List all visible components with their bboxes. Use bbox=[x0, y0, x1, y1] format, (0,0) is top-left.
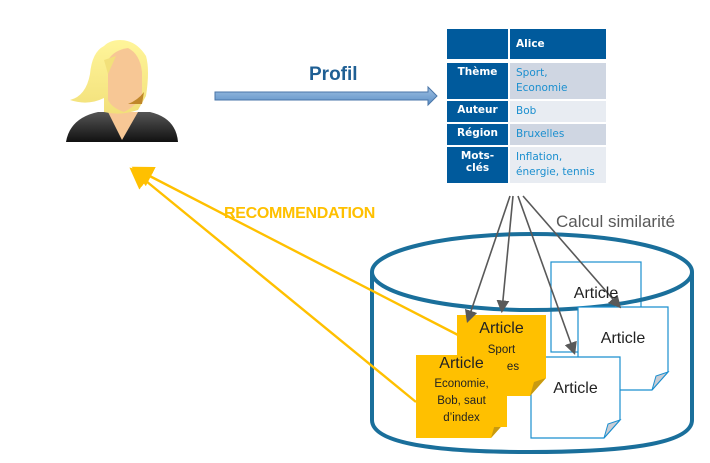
table-header-key bbox=[447, 29, 510, 63]
recommendation-arrows bbox=[129, 166, 459, 403]
article-title: Article bbox=[573, 285, 619, 302]
similarity-label: Calcul similarité bbox=[556, 212, 676, 231]
row-value: Inflation, énergie, tennis bbox=[510, 147, 606, 185]
table-header-user: Alice bbox=[510, 29, 606, 63]
article-title: Article bbox=[479, 320, 524, 337]
article-card bbox=[530, 356, 622, 439]
row-value: Bruxelles bbox=[510, 124, 606, 147]
table-header-row: Alice bbox=[447, 29, 606, 63]
recommendation-label: RECOMMENDATION bbox=[224, 205, 376, 222]
row-key-line: clés bbox=[465, 162, 490, 174]
article-keywords: Economie, Bob, saut d’index bbox=[416, 376, 507, 427]
article-title: Article bbox=[600, 330, 646, 347]
profile-label: Profil bbox=[309, 64, 358, 85]
user-profile-table: Alice Thème Sport, Economie Auteur Bob Ré… bbox=[447, 29, 606, 185]
row-value-line: Inflation, bbox=[516, 151, 563, 163]
row-key: Thème bbox=[447, 63, 510, 101]
row-key-line: Mots- bbox=[460, 150, 495, 162]
row-value: Bob bbox=[510, 101, 606, 124]
profile-arrow bbox=[214, 85, 438, 107]
keyword-line: Sport bbox=[487, 344, 516, 356]
row-value-line: Economie bbox=[516, 82, 568, 94]
keyword-line: d’index bbox=[443, 412, 480, 424]
row-key: Auteur bbox=[447, 101, 510, 124]
article-title: Article bbox=[553, 380, 598, 397]
similarity-arrows bbox=[465, 195, 622, 356]
table-row: Mots-clés Inflation, énergie, tennis bbox=[447, 147, 606, 185]
user-avatar-woman-icon bbox=[66, 40, 178, 142]
table-row: Auteur Bob bbox=[447, 101, 606, 124]
row-value-line: Sport, bbox=[516, 67, 548, 79]
article-title: Article bbox=[416, 355, 507, 373]
keyword-line: Economie, bbox=[434, 378, 489, 390]
row-key: Région bbox=[447, 124, 510, 147]
cylinder-top bbox=[370, 232, 694, 312]
table-row: Région Bruxelles bbox=[447, 124, 606, 147]
row-value-line: énergie, tennis bbox=[516, 166, 595, 178]
table-row: Thème Sport, Economie bbox=[447, 63, 606, 101]
row-value: Sport, Economie bbox=[510, 63, 606, 101]
keyword-line: Bob, saut bbox=[437, 395, 486, 407]
article-database-cylinder bbox=[370, 272, 694, 455]
row-key: Mots-clés bbox=[447, 147, 510, 185]
